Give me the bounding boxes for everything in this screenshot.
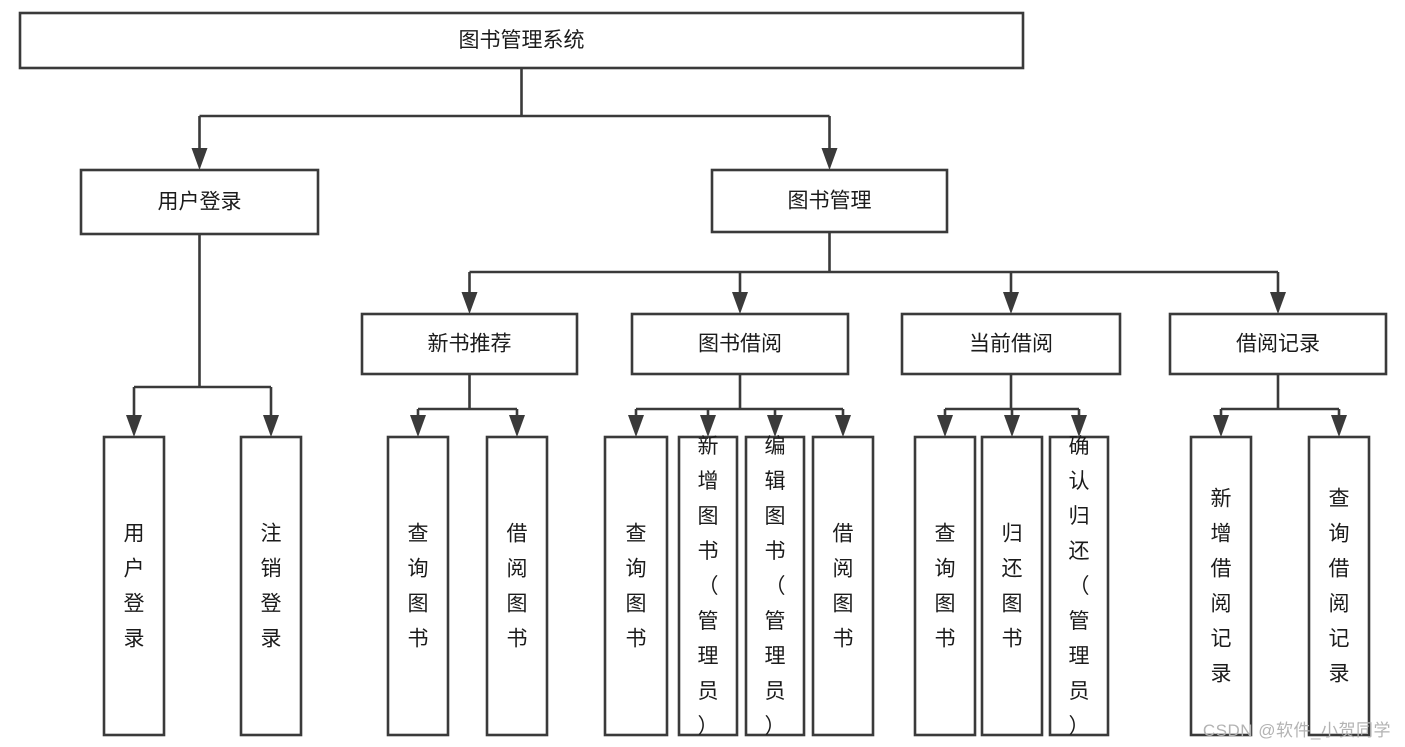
- node-leaf-edit-book-admin[interactable]: 编辑图书（管理员）: [744, 435, 806, 738]
- node-leaf-edit-book-admin-label: 编辑图书（管理员）: [765, 435, 786, 738]
- node-borrow-record-label: 借阅记录: [1236, 333, 1320, 356]
- node-book-manage-rect[interactable]: [710, 168, 949, 234]
- node-leaf-confirm-return-admin-label: 确认归还（管理员）: [1069, 435, 1090, 738]
- node-leaf-borrow-book-2[interactable]: 借阅图书: [811, 435, 875, 737]
- node-leaf-query-borrow-record[interactable]: 查询借阅记录: [1307, 435, 1371, 737]
- node-leaf-user-login[interactable]: 用户登录: [102, 435, 166, 737]
- edge-book-manage-arrow-head-3: [1270, 292, 1286, 314]
- nodes-layer: 图书管理系统用户登录图书管理新书推荐图书借阅当前借阅借阅记录用户登录注销登录查询…: [18, 11, 1388, 738]
- edge-current-borrow-arrow-head-0: [937, 415, 953, 437]
- edge-book-manage-arrow-head-0: [461, 292, 478, 314]
- node-leaf-add-borrow-record-rect[interactable]: [1189, 435, 1253, 737]
- edge-root-arrow-head-0: [191, 148, 208, 170]
- node-leaf-query-book-3-label: 查询图书: [935, 523, 956, 651]
- edge-root-arrow-head-1: [821, 148, 838, 170]
- node-leaf-query-book-2-label: 查询图书: [626, 523, 647, 651]
- connectors-layer: [126, 68, 1347, 437]
- node-leaf-query-book-3-rect[interactable]: [913, 435, 977, 737]
- node-leaf-add-book-admin-rect[interactable]: [677, 435, 739, 737]
- node-current-borrow-label: 当前借阅: [969, 333, 1053, 356]
- node-leaf-user-logout-rect[interactable]: [239, 435, 303, 737]
- node-user-login[interactable]: 用户登录: [79, 168, 320, 236]
- node-leaf-borrow-book-2-label: 借阅图书: [833, 523, 854, 651]
- node-leaf-query-book-1-label: 查询图书: [408, 523, 429, 651]
- node-leaf-user-logout-label: 注销登录: [261, 523, 282, 651]
- node-leaf-query-book-2-rect[interactable]: [603, 435, 669, 737]
- edge-book-manage-arrow-head-1: [732, 292, 748, 314]
- edge-borrow-record-arrow-head-1: [1331, 415, 1347, 437]
- node-leaf-query-book-1-rect[interactable]: [386, 435, 450, 737]
- node-leaf-query-borrow-record-label: 查询借阅记录: [1329, 488, 1350, 686]
- node-current-borrow-rect[interactable]: [900, 312, 1122, 376]
- node-leaf-borrow-book-1-label: 借阅图书: [507, 523, 528, 651]
- node-root-root[interactable]: 图书管理系统: [18, 11, 1025, 70]
- node-borrow-record[interactable]: 借阅记录: [1168, 312, 1388, 376]
- edge-current-borrow-arrow-head-2: [1071, 415, 1087, 437]
- node-leaf-add-book-admin-label: 新增图书（管理员）: [698, 435, 719, 738]
- node-new-book-rec[interactable]: 新书推荐: [360, 312, 579, 376]
- node-user-login-rect[interactable]: [79, 168, 320, 236]
- node-user-login-label: 用户登录: [158, 191, 242, 214]
- node-leaf-return-book-label: 归还图书: [1002, 523, 1023, 651]
- node-leaf-query-book-1[interactable]: 查询图书: [386, 435, 450, 737]
- node-book-borrow-label: 图书借阅: [698, 333, 782, 356]
- node-leaf-edit-book-admin-rect[interactable]: [744, 435, 806, 737]
- node-book-borrow-rect[interactable]: [630, 312, 850, 376]
- edge-book-manage-arrow-head-2: [1003, 292, 1019, 314]
- edge-new-book-rec-arrow-head-0: [410, 415, 426, 437]
- node-leaf-confirm-return-admin-rect[interactable]: [1048, 435, 1110, 737]
- node-current-borrow[interactable]: 当前借阅: [900, 312, 1122, 376]
- node-leaf-add-borrow-record-label: 新增借阅记录: [1211, 488, 1232, 686]
- node-leaf-user-logout[interactable]: 注销登录: [239, 435, 303, 737]
- node-leaf-borrow-book-2-rect[interactable]: [811, 435, 875, 737]
- node-leaf-return-book[interactable]: 归还图书: [980, 435, 1044, 737]
- node-book-manage[interactable]: 图书管理: [710, 168, 949, 234]
- node-leaf-user-login-label: 用户登录: [124, 523, 145, 651]
- node-leaf-return-book-rect[interactable]: [980, 435, 1044, 737]
- edge-book-borrow-arrow-head-2: [767, 415, 783, 437]
- edge-user-login-arrow-head-1: [263, 415, 279, 437]
- node-new-book-rec-rect[interactable]: [360, 312, 579, 376]
- node-leaf-query-book-3[interactable]: 查询图书: [913, 435, 977, 737]
- edge-book-borrow-arrow-head-1: [700, 415, 716, 437]
- node-leaf-add-book-admin[interactable]: 新增图书（管理员）: [677, 435, 739, 738]
- node-leaf-borrow-book-1-rect[interactable]: [485, 435, 549, 737]
- edge-borrow-record-arrow-head-0: [1213, 415, 1229, 437]
- node-leaf-user-login-rect[interactable]: [102, 435, 166, 737]
- node-root-root-rect[interactable]: [18, 11, 1025, 70]
- node-new-book-rec-label: 新书推荐: [428, 333, 512, 356]
- node-leaf-query-borrow-record-rect[interactable]: [1307, 435, 1371, 737]
- node-leaf-query-book-2[interactable]: 查询图书: [603, 435, 669, 737]
- node-book-borrow[interactable]: 图书借阅: [630, 312, 850, 376]
- edge-book-borrow-arrow-head-0: [628, 415, 644, 437]
- watermark-label: CSDN @软件_小贺同学: [1202, 721, 1391, 740]
- node-book-manage-label: 图书管理: [788, 190, 872, 213]
- edge-user-login-arrow-head-0: [126, 415, 142, 437]
- node-leaf-add-borrow-record[interactable]: 新增借阅记录: [1189, 435, 1253, 737]
- edge-current-borrow-arrow-head-1: [1004, 415, 1020, 437]
- node-borrow-record-rect[interactable]: [1168, 312, 1388, 376]
- node-leaf-borrow-book-1[interactable]: 借阅图书: [485, 435, 549, 737]
- node-leaf-confirm-return-admin[interactable]: 确认归还（管理员）: [1048, 435, 1110, 738]
- node-root-root-label: 图书管理系统: [459, 29, 585, 52]
- edge-new-book-rec-arrow-head-1: [509, 415, 525, 437]
- edge-book-borrow-arrow-head-3: [835, 415, 851, 437]
